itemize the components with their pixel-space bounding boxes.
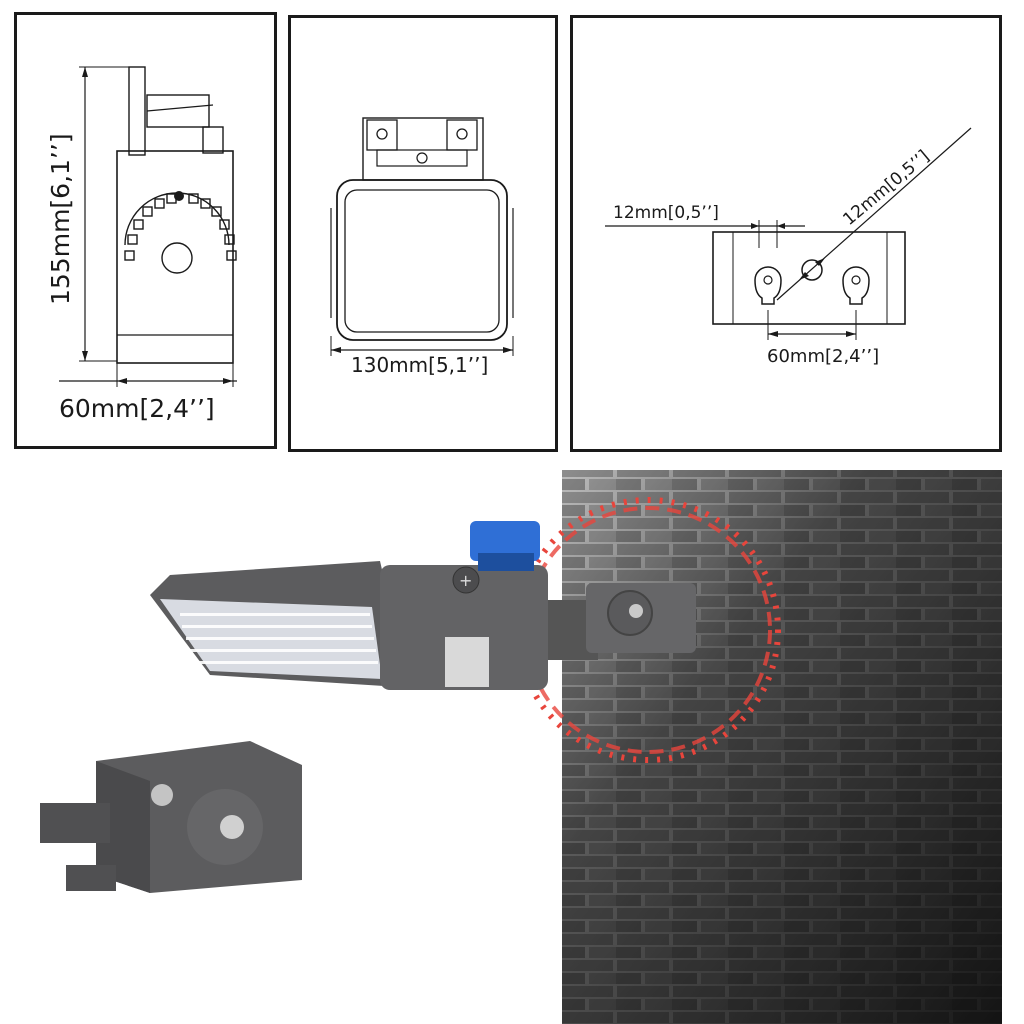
product-label	[445, 637, 489, 687]
mounting-plate	[712, 231, 906, 325]
slot-width-label: 12mm[0,5’’]	[613, 203, 719, 223]
side-view-drawing: 155mm[6,1’’] 60mm[2,4’’]	[46, 66, 237, 423]
front-width-label: 130mm[5,1’’]	[351, 353, 488, 377]
fixture-outline	[336, 179, 508, 341]
product-photo-area: +	[0, 465, 1024, 1024]
center-hole	[801, 259, 823, 281]
slot-diagonal-label: 12mm[0,5’’]	[839, 146, 933, 229]
slot-diagonal-dimension-line	[776, 127, 972, 301]
driver-housing	[380, 565, 548, 690]
street-light: +	[150, 521, 696, 690]
bracket-bolt-head	[220, 815, 244, 839]
bracket-arm	[146, 94, 210, 128]
width-label: 60mm[2,4’’]	[59, 394, 215, 423]
height-label: 155mm[6,1’’]	[46, 133, 75, 305]
fixture-body	[116, 150, 234, 364]
front-view-panel: 130mm[5,1’’]	[288, 15, 558, 452]
product-illustration: +	[40, 470, 1002, 1024]
bracket-stem	[128, 66, 146, 156]
top-bracket	[362, 117, 484, 181]
photocell-sensor	[470, 521, 540, 561]
back-view-panel: 12mm[0,5’’] 12mm[0,5’’] 60mm[2,4’’]	[570, 15, 1002, 452]
hole-spacing-label: 60mm[2,4’’]	[767, 346, 879, 367]
adjustment-holes	[124, 193, 237, 261]
side-view-panel: 155mm[6,1’’] 60mm[2,4’’]	[14, 12, 277, 449]
screw-glyph: +	[459, 571, 472, 590]
keyhole-slot-right	[842, 266, 870, 305]
front-view-drawing: 130mm[5,1’’]	[330, 117, 514, 377]
mounting-bracket-accessory	[40, 741, 302, 893]
keyhole-slot-left	[754, 266, 782, 305]
center-bolt	[161, 242, 193, 274]
brick-wall	[562, 470, 1002, 1024]
back-view-drawing: 12mm[0,5’’] 12mm[0,5’’] 60mm[2,4’’]	[605, 127, 972, 367]
bracket-bolt	[416, 152, 428, 164]
